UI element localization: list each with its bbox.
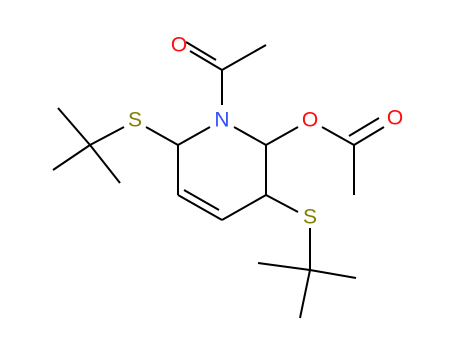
acetyl-group [185,41,267,105]
bond-n-c2 [233,126,267,146]
nitrogen-ring-label: N [214,109,229,132]
bond-c3-c4 [221,194,267,221]
bond-c2-o-ester [265,126,299,146]
sulfur-left-label: S [128,109,142,132]
bond-left-tbu-methyl-3 [89,144,121,184]
bond-acetyl-methyl [221,44,267,71]
bond-o-ester-carbonyl-c [321,126,355,146]
bond-bottom-tbu-methyl-1 [257,262,311,271]
bottom-tert-butylthio-group [257,194,357,319]
oxygen-acetyl-label: O [171,34,187,57]
bond-acetyl-c-o-a [189,50,223,71]
bond-s-left-quaternary-c [89,126,125,146]
bond-c3-s-bottom [265,194,299,213]
dihydropyridine-ring [177,126,267,221]
sulfur-bottom-label: S [303,206,317,229]
bond-acetyl-c-o-b [185,41,217,61]
bond-bottom-tbu-methyl-2 [309,269,357,279]
bond-c6-n [177,126,211,146]
oxygen-acetate-carbonyl-label: O [387,107,403,130]
acetoxy-group [265,117,385,195]
bond-acetate-c-o-a [353,126,385,146]
oxygen-ester-label: O [302,109,318,132]
bond-c4-c5-double [183,189,220,211]
bond-bottom-tbu-methyl-3 [299,269,311,319]
bond-c4-c5 [177,194,223,221]
bond-acetate-c-o-b [348,117,380,137]
bond-c6-s-left [145,126,179,146]
bond-left-tbu-methyl-1 [57,107,91,146]
bond-left-tbu-methyl-2 [52,144,91,171]
left-tert-butylthio-group [52,107,179,184]
